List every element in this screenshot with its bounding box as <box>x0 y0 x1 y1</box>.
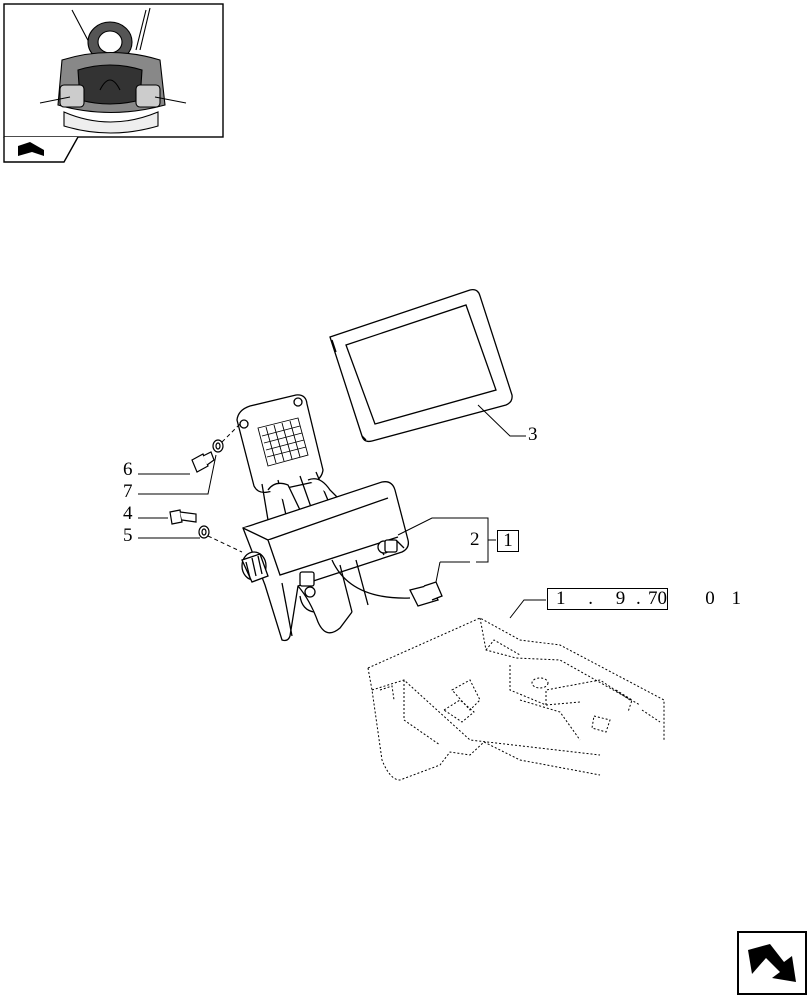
mounting-bracket <box>236 394 443 642</box>
display-monitor <box>329 288 513 443</box>
group-reference-box[interactable]: 1 <box>497 530 519 552</box>
callout-4: 4 <box>123 503 133 524</box>
cross-reference-box[interactable]: 1 . 9 7 <box>547 588 668 610</box>
tractor-cab-thumbnail-icon[interactable] <box>3 3 224 138</box>
callout-6: 6 <box>123 459 133 480</box>
leader-lines <box>138 404 546 619</box>
fastener-parts <box>169 439 224 539</box>
assembly-guide-lines <box>207 423 243 553</box>
callout-5: 5 <box>123 525 133 546</box>
cross-reference-suffix: . 0 0 1 <box>636 588 747 609</box>
callout-7: 7 <box>123 481 133 502</box>
callout-3: 3 <box>528 424 538 445</box>
callout-2: 2 <box>470 529 480 550</box>
cab-reference-outline <box>367 617 665 781</box>
next-page-arrow-icon[interactable] <box>737 931 807 995</box>
book-page-tab-icon[interactable] <box>3 136 79 163</box>
